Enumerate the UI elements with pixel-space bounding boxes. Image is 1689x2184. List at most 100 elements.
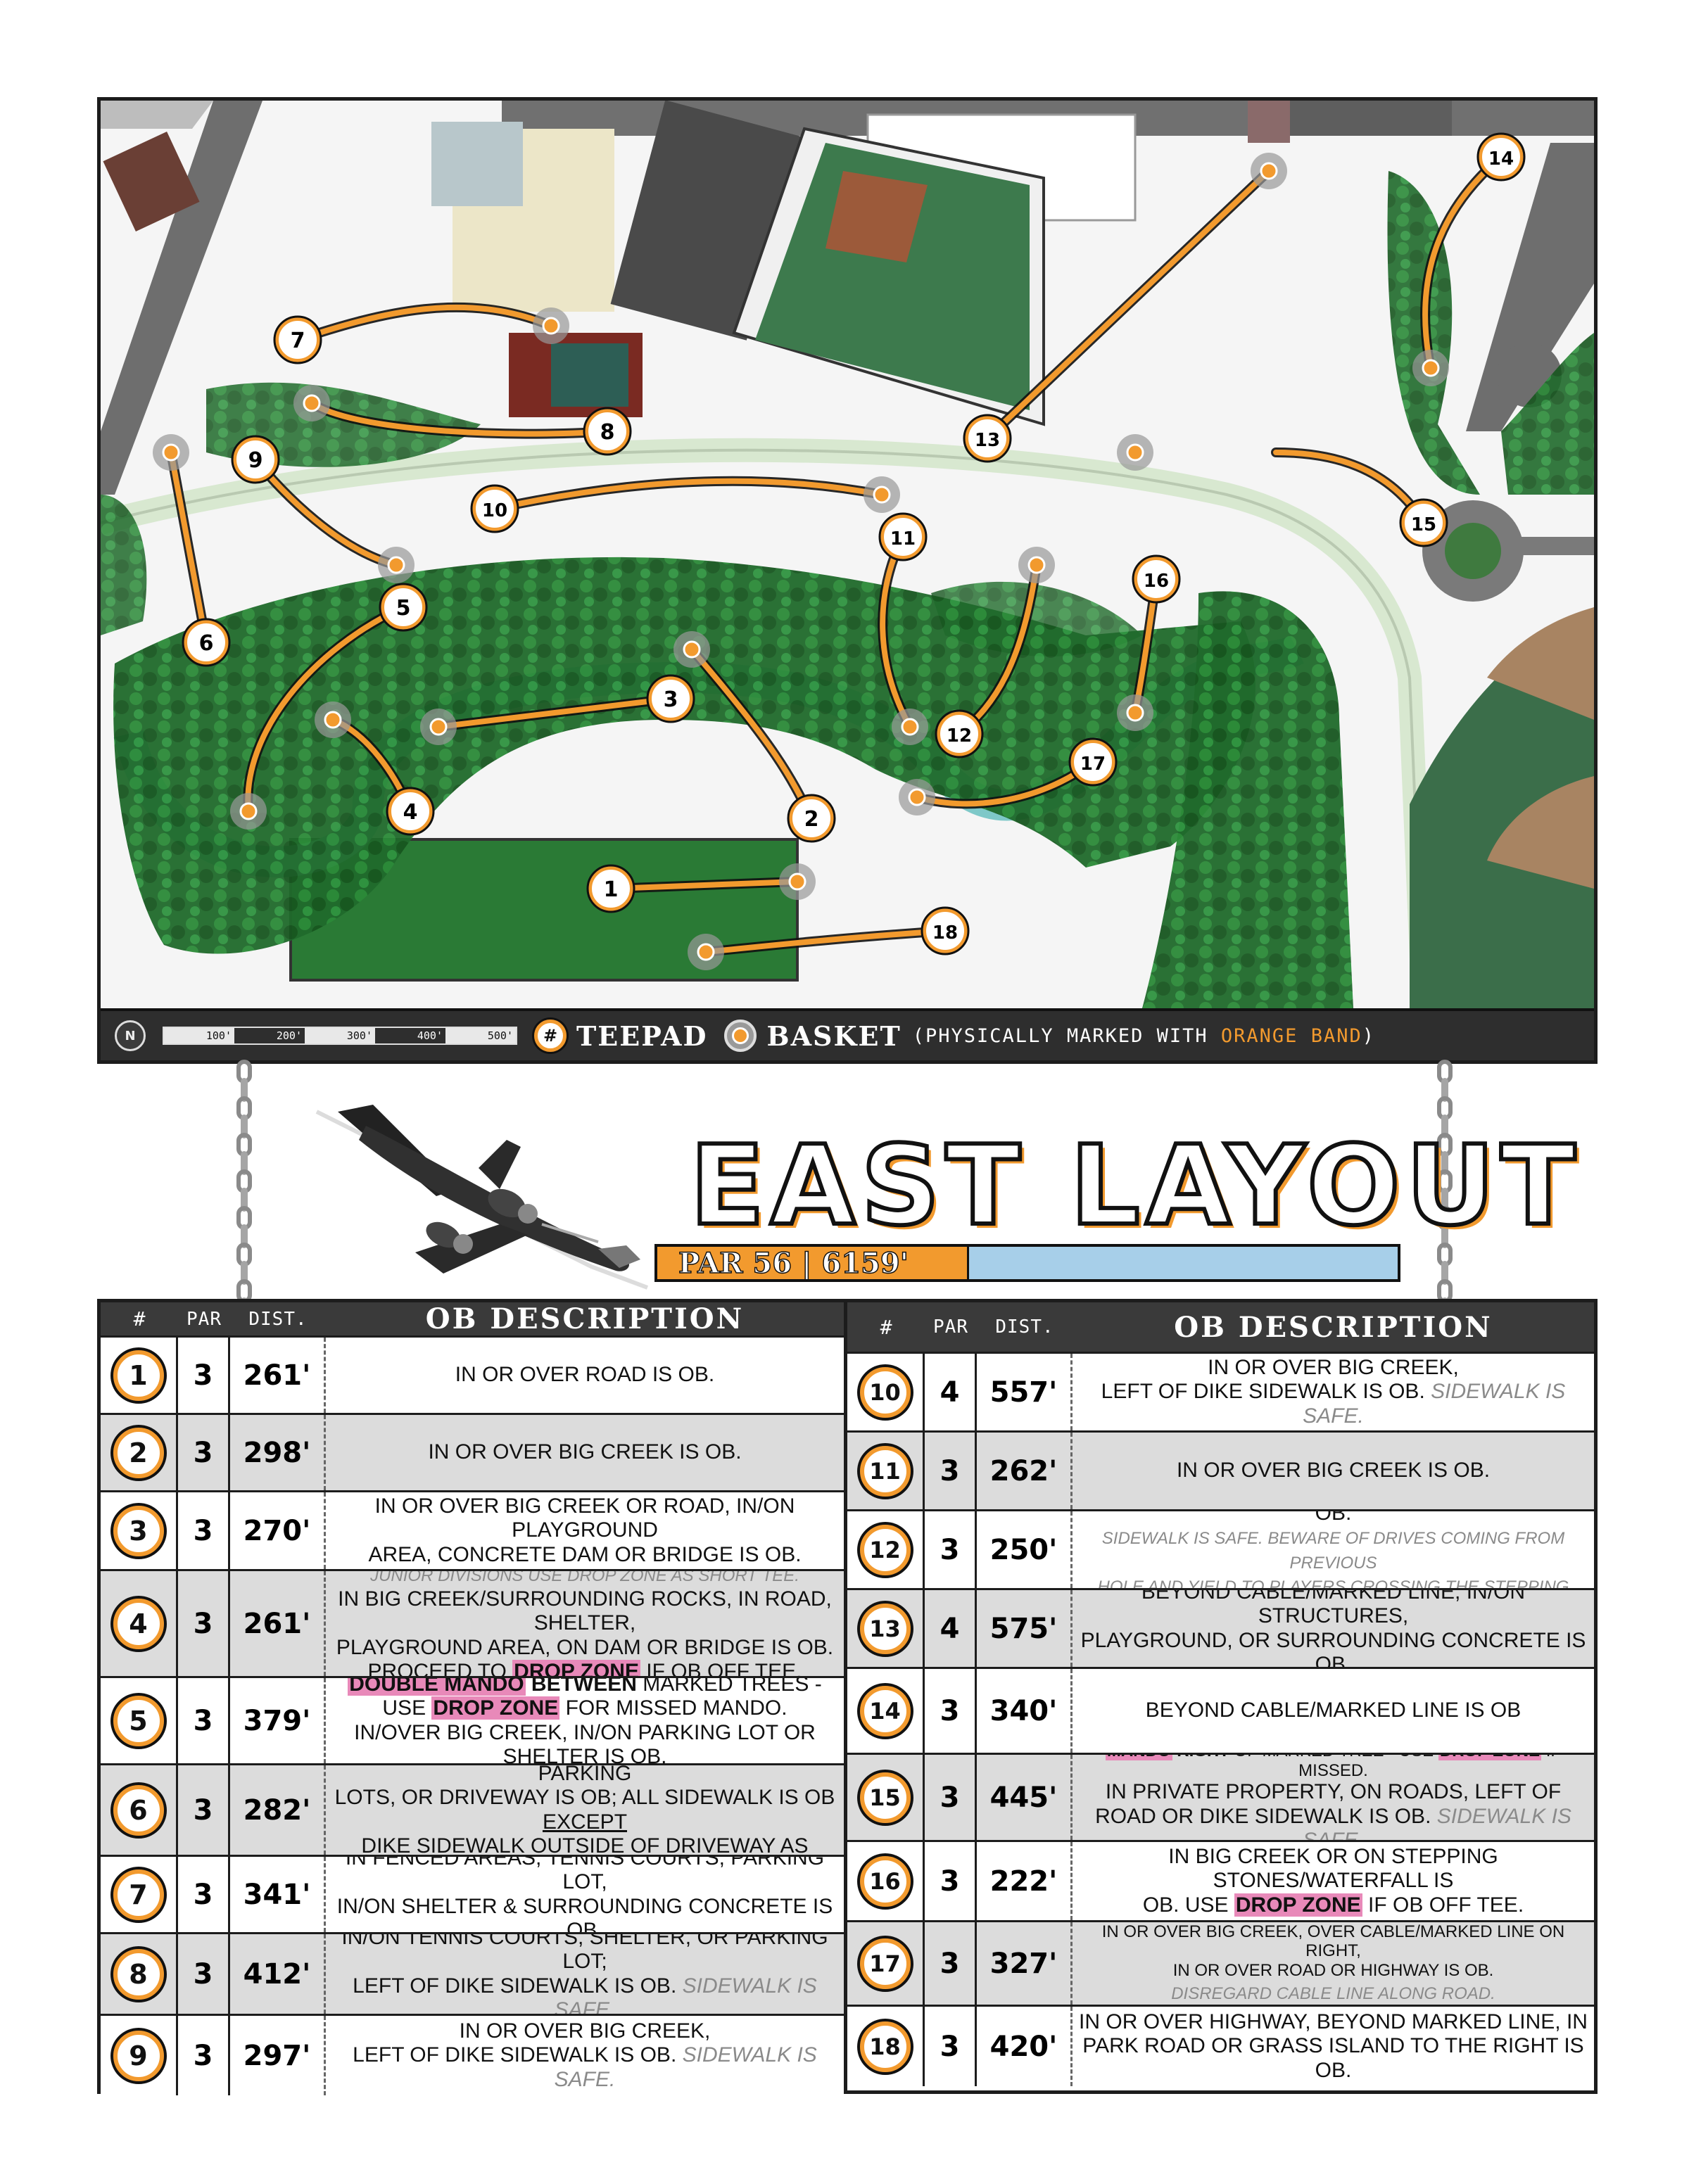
svg-text:15: 15 xyxy=(1411,514,1436,535)
ob-description-line: IN OR OVER HIGHWAY, BEYOND MARKED LINE, … xyxy=(1079,2010,1588,2035)
ob-description-line: IN PRIVATE PROPERTY, ON ROADS, LEFT OF xyxy=(1106,1780,1561,1805)
hole-number-badge: 7 xyxy=(113,1869,164,1920)
ob-text: IN/OVER BIG CREEK, IN/ON PARKING LOT OR … xyxy=(354,1720,816,1764)
par-cell: 4 xyxy=(925,1590,977,1667)
teepad-2: 2 xyxy=(787,794,836,843)
svg-text:13: 13 xyxy=(975,430,1000,451)
teepad-16: 16 xyxy=(1132,554,1181,604)
ob-description-cell: IN OR OVER BIG CREEK OR ROAD, IN/ON PLAY… xyxy=(326,1492,844,1569)
par-cell: 3 xyxy=(925,1511,977,1588)
ob-description-cell: IN OR OVER BIG CREEK, OVER CABLE/MARKED … xyxy=(1073,1922,1594,2005)
svg-text:9: 9 xyxy=(248,448,263,473)
par-cell: 3 xyxy=(925,1755,977,1840)
hole-number-badge: 4 xyxy=(113,1598,164,1649)
ob-description-cell: IN OR OVER HIGHWAY, BEYOND MARKED LINE, … xyxy=(1073,2007,1594,2086)
ob-text: IN PRIVATE PROPERTY, ON ROADS, LEFT OF xyxy=(1105,1780,1562,1804)
hole-number-badge: 10 xyxy=(859,1366,911,1418)
ob-description-line: IN OR OVER BIG CREEK IS OB. xyxy=(1177,1459,1490,1483)
ob-text: IN BIG CREEK OR ON STEPPING STONES/WATER… xyxy=(1168,1844,1498,1893)
ob-description-line: IN BIG CREEK/SURROUNDING ROCKS, IN ROAD,… xyxy=(331,1587,838,1636)
ob-description-line: IN OR OVER BIG CREEK IS OB. xyxy=(428,1440,741,1465)
main-street-road xyxy=(101,101,262,495)
teepad-10: 10 xyxy=(470,484,519,533)
ob-text: BEYOND CABLE/MARKED LINE, IN/ON STRUCTUR… xyxy=(1141,1590,1526,1627)
par-cell: 3 xyxy=(178,1765,230,1855)
ob-text: LOTS, OR DRIVEWAY IS OB; ALL SIDEWALK IS… xyxy=(334,1786,835,1809)
par-distance-text: PAR 56 | 6159' xyxy=(678,1246,909,1281)
east-road xyxy=(1466,143,1594,431)
basket-icon xyxy=(779,863,816,900)
basket-icon xyxy=(673,631,710,668)
ob-description-line: PLAYGROUND AREA, ON DAM OR BRIDGE IS OB. xyxy=(336,1636,833,1661)
svg-text:1: 1 xyxy=(604,877,619,902)
ob-description-cell: IN FENCED AREAS, TENNIS COURTS, PARKING … xyxy=(326,1857,844,1932)
chain-right xyxy=(1433,1060,1457,1321)
svg-text:4: 4 xyxy=(403,800,418,825)
ob-description-line: LEFT OF DIKE SIDEWALK IS OB. SIDEWALK IS… xyxy=(331,2043,838,2092)
ob-text: IN OR OVER ROAD OR HIGHWAY IS OB. xyxy=(1172,1961,1494,1981)
hole-number-cell: 13 xyxy=(847,1590,925,1667)
scale-label: 300' xyxy=(305,1028,375,1043)
ob-text: LEFT OF DIKE SIDEWALK IS OB. xyxy=(1101,1380,1431,1404)
basket-icon xyxy=(153,434,189,471)
hole-number-badge: 16 xyxy=(859,1855,911,1907)
hole-number-cell: 10 xyxy=(847,1354,925,1430)
teepad-17: 17 xyxy=(1068,737,1118,787)
hole-number-cell: 18 xyxy=(847,2007,925,2086)
hole-number-cell: 8 xyxy=(101,1934,178,2014)
hole-number-cell: 1 xyxy=(101,1338,178,1413)
basket-icon xyxy=(293,385,330,421)
par-cell: 3 xyxy=(178,1338,230,1413)
ob-description-line: MANDO RIGHT OF MARKED TREE - USE DROP ZO… xyxy=(1078,1755,1588,1780)
table-header: # PAR DIST. OB DESCRIPTION xyxy=(847,1302,1594,1352)
distance-cell: 557' xyxy=(977,1354,1073,1430)
basket-icon xyxy=(1018,547,1055,583)
ob-description-line: LEFT OF DIKE SIDEWALK IS OB. SIDEWALK IS… xyxy=(331,1974,838,2014)
distance-cell: 379' xyxy=(230,1678,326,1763)
header-par: PAR xyxy=(186,1308,222,1330)
hole-number-badge: 14 xyxy=(859,1685,911,1737)
basket-icon xyxy=(378,547,415,583)
scale-label: 200' xyxy=(234,1028,305,1043)
distance-cell: 261' xyxy=(230,1571,326,1676)
ob-text: SIDEWALK IS SAFE. xyxy=(1303,1380,1566,1428)
ob-text: IN OR OVER BIG CREEK IS OB. xyxy=(428,1440,742,1464)
distance-cell: 282' xyxy=(230,1765,326,1855)
ob-description-line: IN OR OVER BIG CREEK OR ROAD, IN/ON PLAY… xyxy=(331,1494,838,1543)
basket-icon xyxy=(420,709,457,745)
distance-cell: 341' xyxy=(230,1857,326,1932)
airplane-icon xyxy=(315,1105,649,1290)
header-distance: DIST. xyxy=(248,1308,308,1330)
hole-number-cell: 3 xyxy=(101,1492,178,1569)
teepad-11: 11 xyxy=(878,512,928,561)
basket-legend-label: BASKET xyxy=(766,1020,902,1052)
distance-cell: 445' xyxy=(977,1755,1073,1840)
ob-description-line: IN OR OVER ROAD OR HIGHWAY IS OB. xyxy=(1173,1961,1494,1981)
basket-icon xyxy=(1117,434,1153,471)
svg-text:12: 12 xyxy=(947,725,972,747)
teepad-5: 5 xyxy=(379,583,428,632)
teepad-12: 12 xyxy=(935,709,984,758)
ob-text: IN OR OVER BIG CREEK, xyxy=(459,2019,711,2043)
ob-description-line: IN/ON TENNIS COURTS, SHELTER, OR PARKING… xyxy=(331,1934,838,1974)
teepad-1: 1 xyxy=(586,864,635,913)
ob-text: SIDEWALK IS SAFE. xyxy=(1303,1804,1571,1840)
scale-label: 500' xyxy=(445,1028,516,1043)
ob-text: PROCEED TO xyxy=(367,1660,513,1676)
softball-fields xyxy=(1410,607,1594,1008)
ob-description-line: JUNIOR DIVISIONS USE DROP ZONE AS SHORT … xyxy=(370,1571,799,1587)
hole-number-cell: 16 xyxy=(847,1842,925,1920)
ob-text: PLAYGROUND, OR SURROUNDING CONCRETE IS O… xyxy=(1080,1628,1586,1668)
